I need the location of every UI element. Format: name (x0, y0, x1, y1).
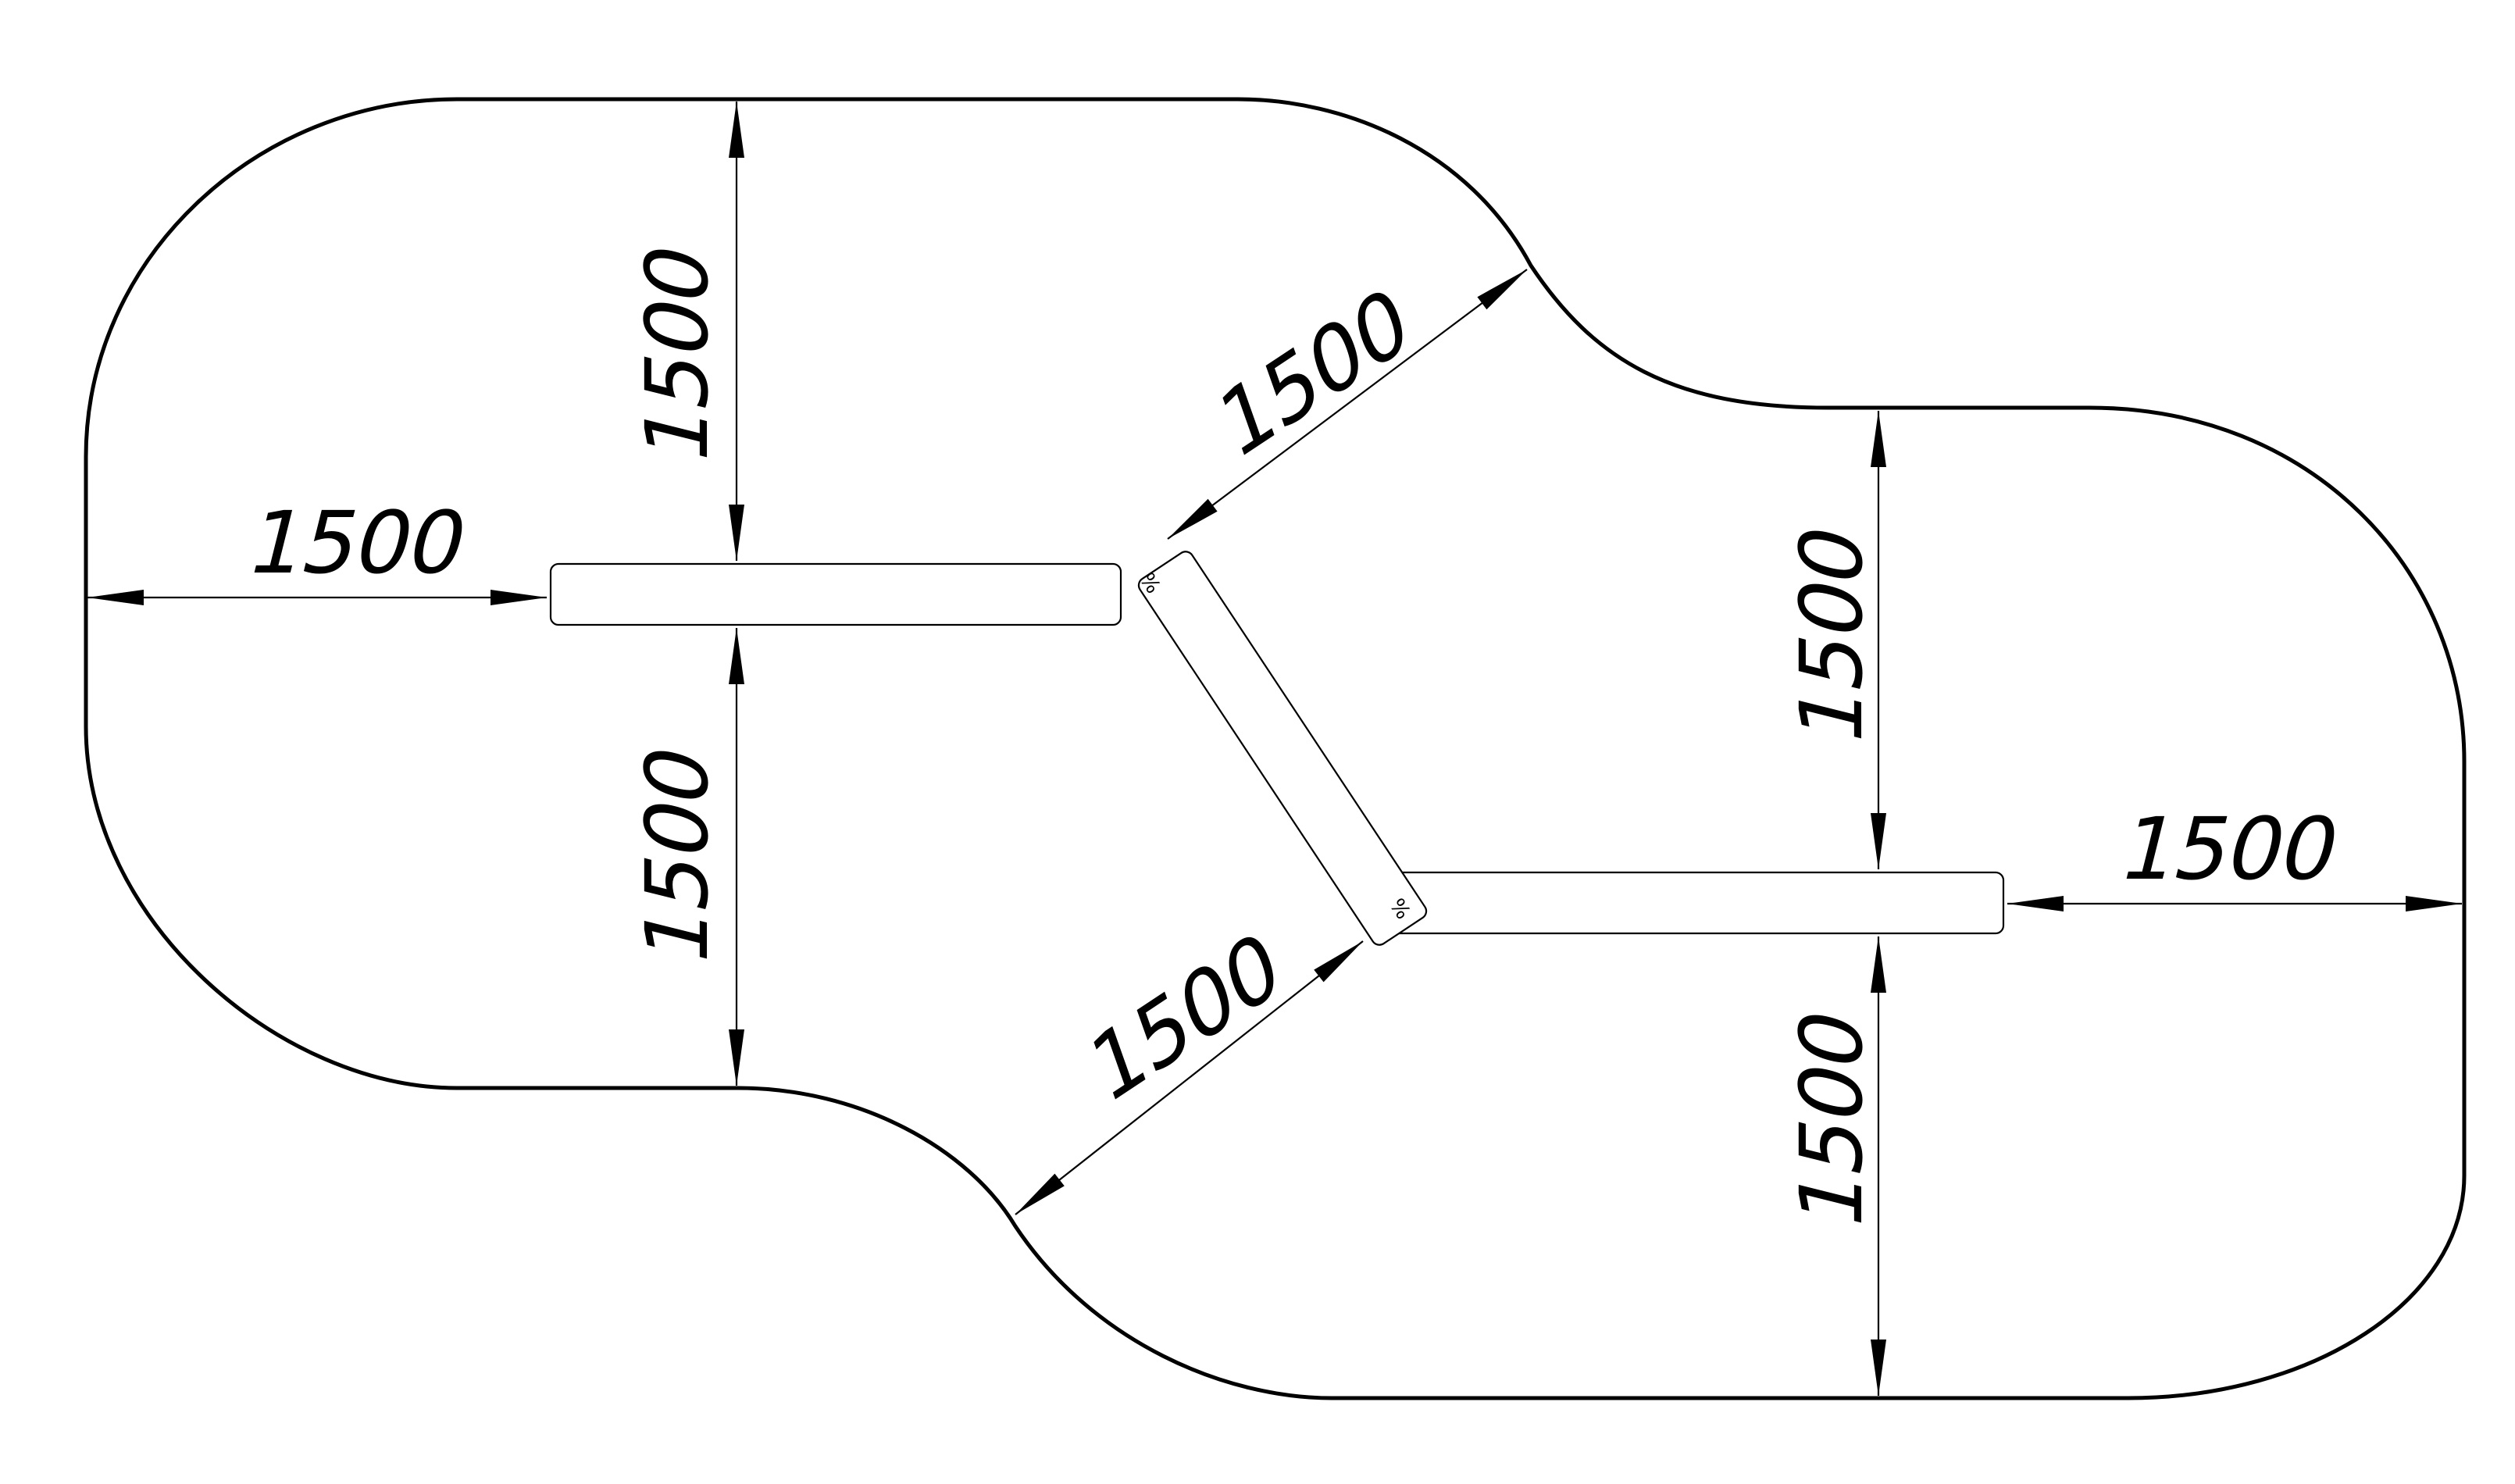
dim-line-left-top-vertical-arrow-start (729, 102, 744, 158)
safety-zone-outline (84, 97, 2467, 1400)
dim-line-left-horizontal-arrow-start (87, 590, 144, 605)
dim-line-diagonal-lower-arrow-end (1314, 941, 1363, 983)
dim-label-left-top-vertical: 1500 (628, 236, 728, 473)
dim-line-diagonal-lower (1015, 940, 1364, 1215)
dim-label-right-bottom-vertical: 1500 (1782, 1001, 1882, 1239)
dimension-lines (87, 102, 2462, 1396)
dim-label-diagonal-upper: 1500 (1208, 266, 1420, 480)
dim-line-right-top-vertical-arrow-end (1871, 813, 1886, 869)
dim-line-diagonal-lower-arrow-start (1015, 1173, 1065, 1215)
dim-line-right-horizontal-arrow-start (2007, 896, 2064, 911)
dim-label-right-horizontal: 1500 (2110, 800, 2348, 900)
beam-right (1381, 871, 2005, 935)
dim-line-left-bottom-vertical-arrow-end (729, 1029, 744, 1086)
dim-line-left-bottom-vertical-arrow-start (729, 628, 744, 684)
beam-diagonal (1137, 551, 1428, 946)
dim-line-right-bottom-vertical-arrow-start (1871, 936, 1886, 993)
beam-left (549, 562, 1122, 626)
dim-line-right-horizontal-arrow-end (2406, 896, 2462, 911)
dim-line-right-top-vertical-arrow-start (1871, 411, 1886, 467)
dim-line-left-horizontal-arrow-end (491, 590, 547, 605)
dim-line-diagonal-upper-arrow-start (1168, 498, 1218, 539)
dim-label-right-top-vertical: 1500 (1782, 517, 1882, 754)
dim-line-left-top-vertical-arrow-end (729, 505, 744, 561)
dim-label-left-horizontal: 1500 (238, 494, 476, 594)
dim-line-diagonal-upper (1167, 269, 1528, 540)
dim-line-right-bottom-vertical-arrow-end (1871, 1340, 1886, 1396)
dim-label-left-bottom-vertical: 1500 (628, 737, 728, 975)
dim-line-diagonal-upper-arrow-end (1477, 269, 1527, 310)
dim-label-diagonal-lower: 1500 (1079, 911, 1291, 1125)
